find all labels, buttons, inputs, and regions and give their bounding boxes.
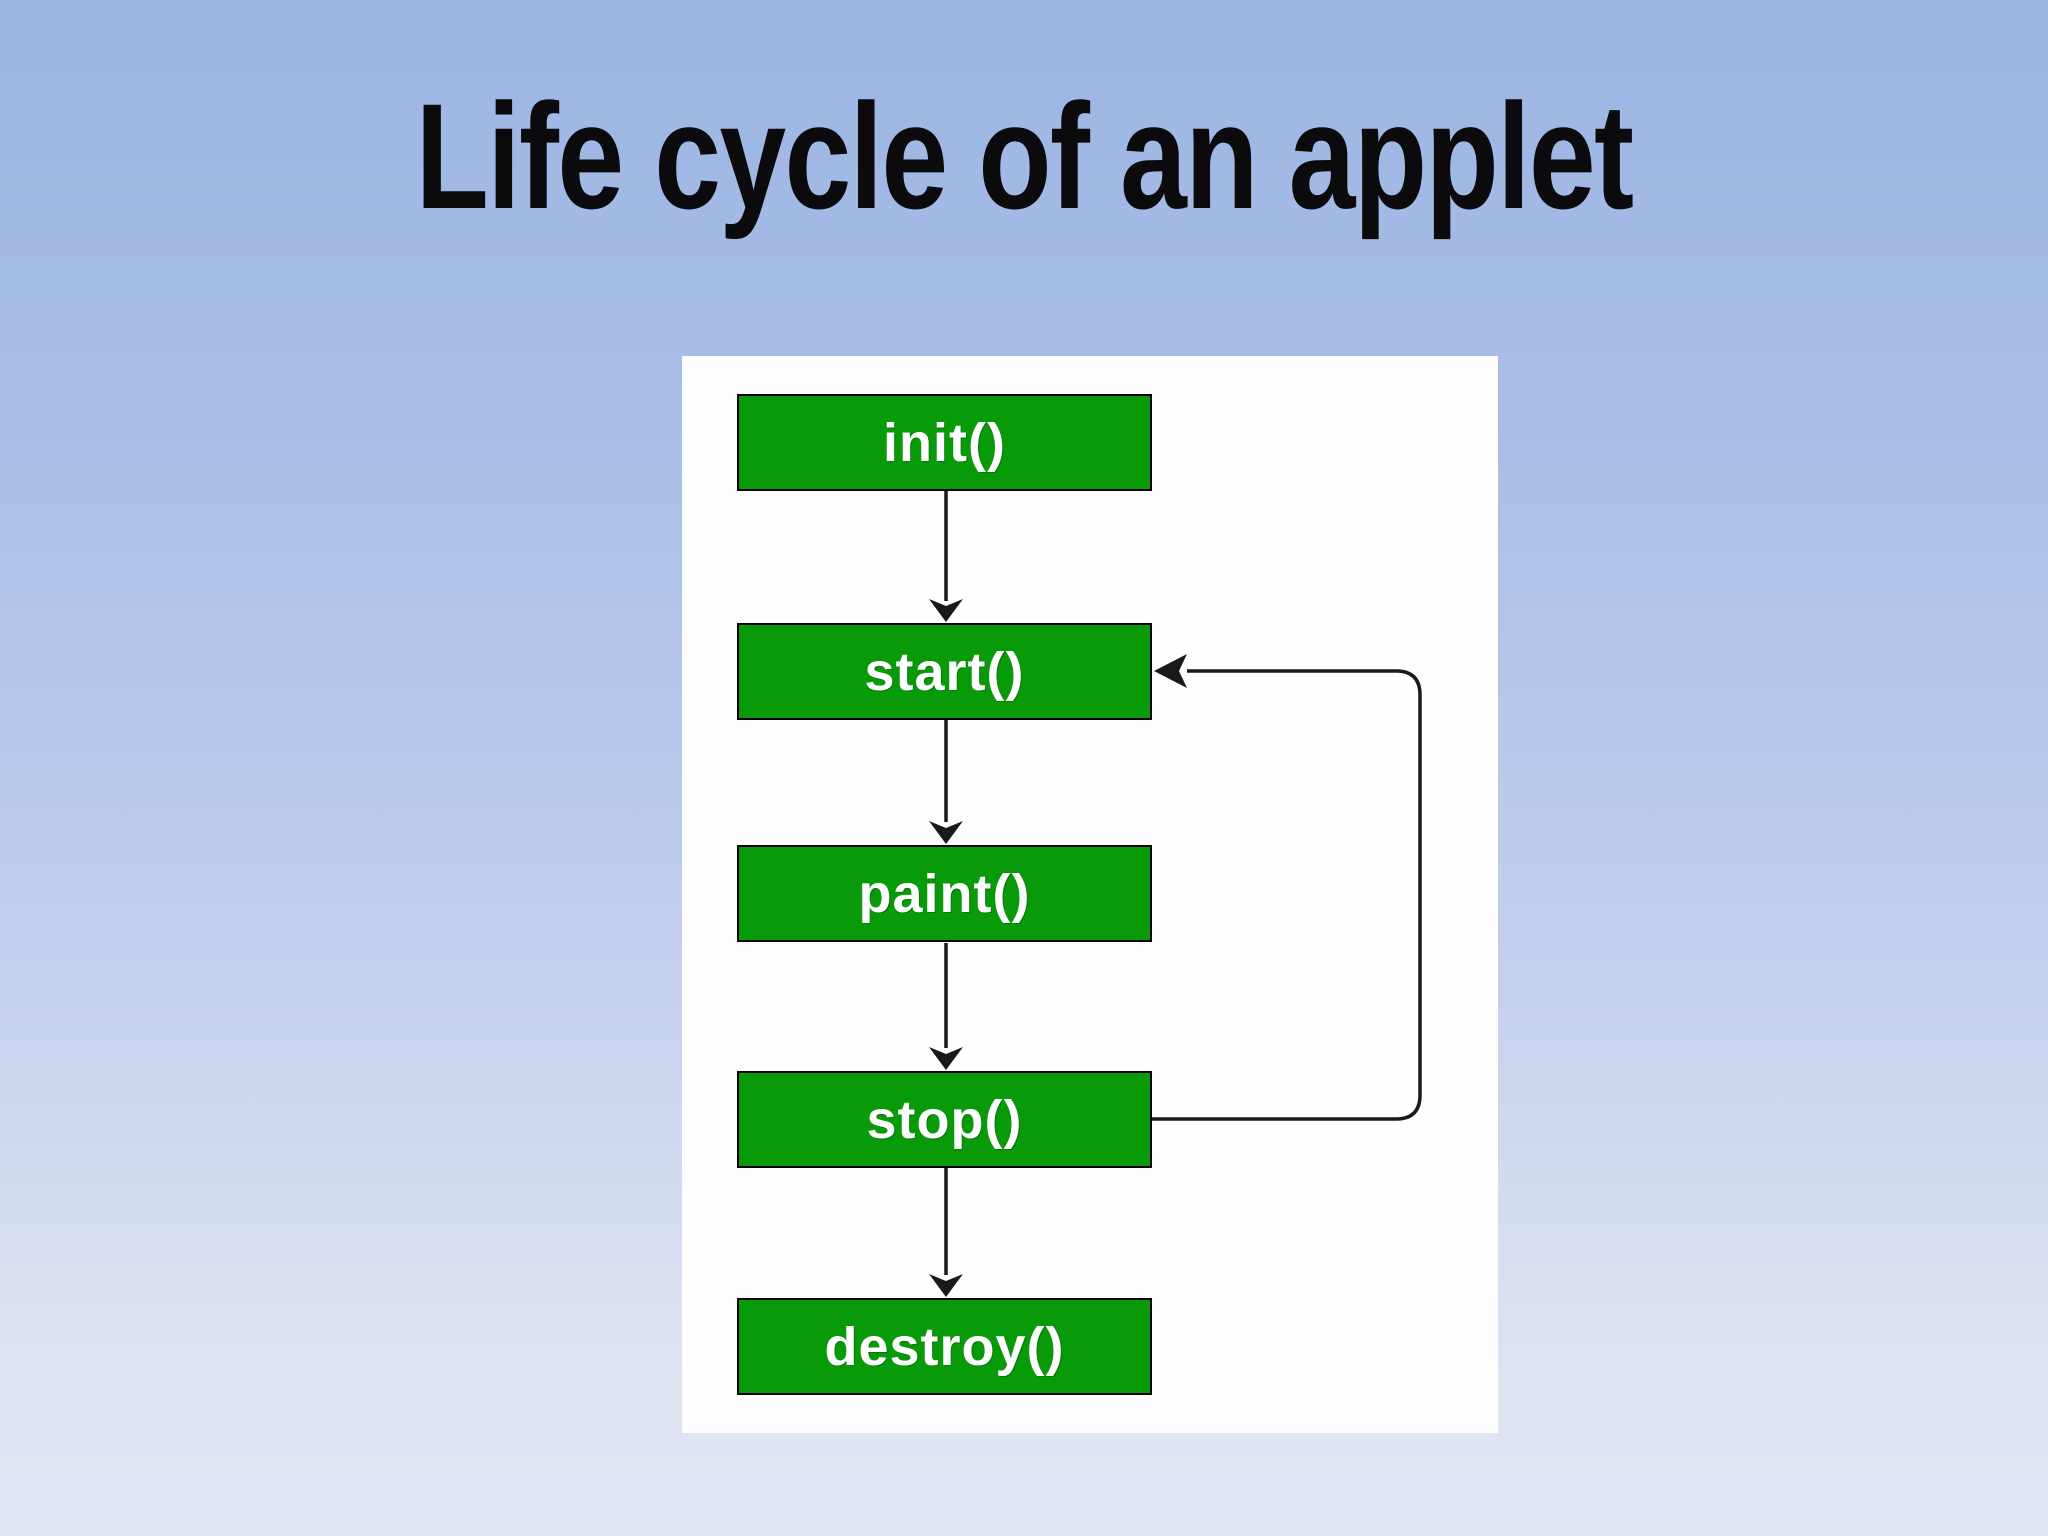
diagram-panel: init() start() paint() stop() destroy() — [682, 356, 1498, 1433]
flow-node-destroy-label: destroy() — [824, 1316, 1065, 1377]
arrowhead-left-icon — [1154, 654, 1187, 688]
edge-stop-to-start-loop — [1152, 669, 1422, 1121]
arrowhead-down-icon — [929, 1274, 963, 1297]
flow-node-destroy: destroy() — [737, 1298, 1152, 1395]
flow-node-stop-label: stop() — [866, 1089, 1023, 1150]
arrowhead-down-icon — [929, 599, 963, 622]
flow-connectors — [929, 491, 1422, 1297]
arrowhead-down-icon — [929, 821, 963, 844]
arrowhead-down-icon — [929, 1047, 963, 1070]
flow-node-start: start() — [737, 623, 1152, 720]
flow-node-paint: paint() — [737, 845, 1152, 942]
flow-node-stop: stop() — [737, 1071, 1152, 1168]
flow-node-init: init() — [737, 394, 1152, 491]
flow-node-init-label: init() — [883, 412, 1006, 473]
flow-node-start-label: start() — [864, 641, 1025, 702]
slide-title: Life cycle of an applet — [415, 72, 1634, 240]
flow-node-paint-label: paint() — [858, 863, 1031, 924]
